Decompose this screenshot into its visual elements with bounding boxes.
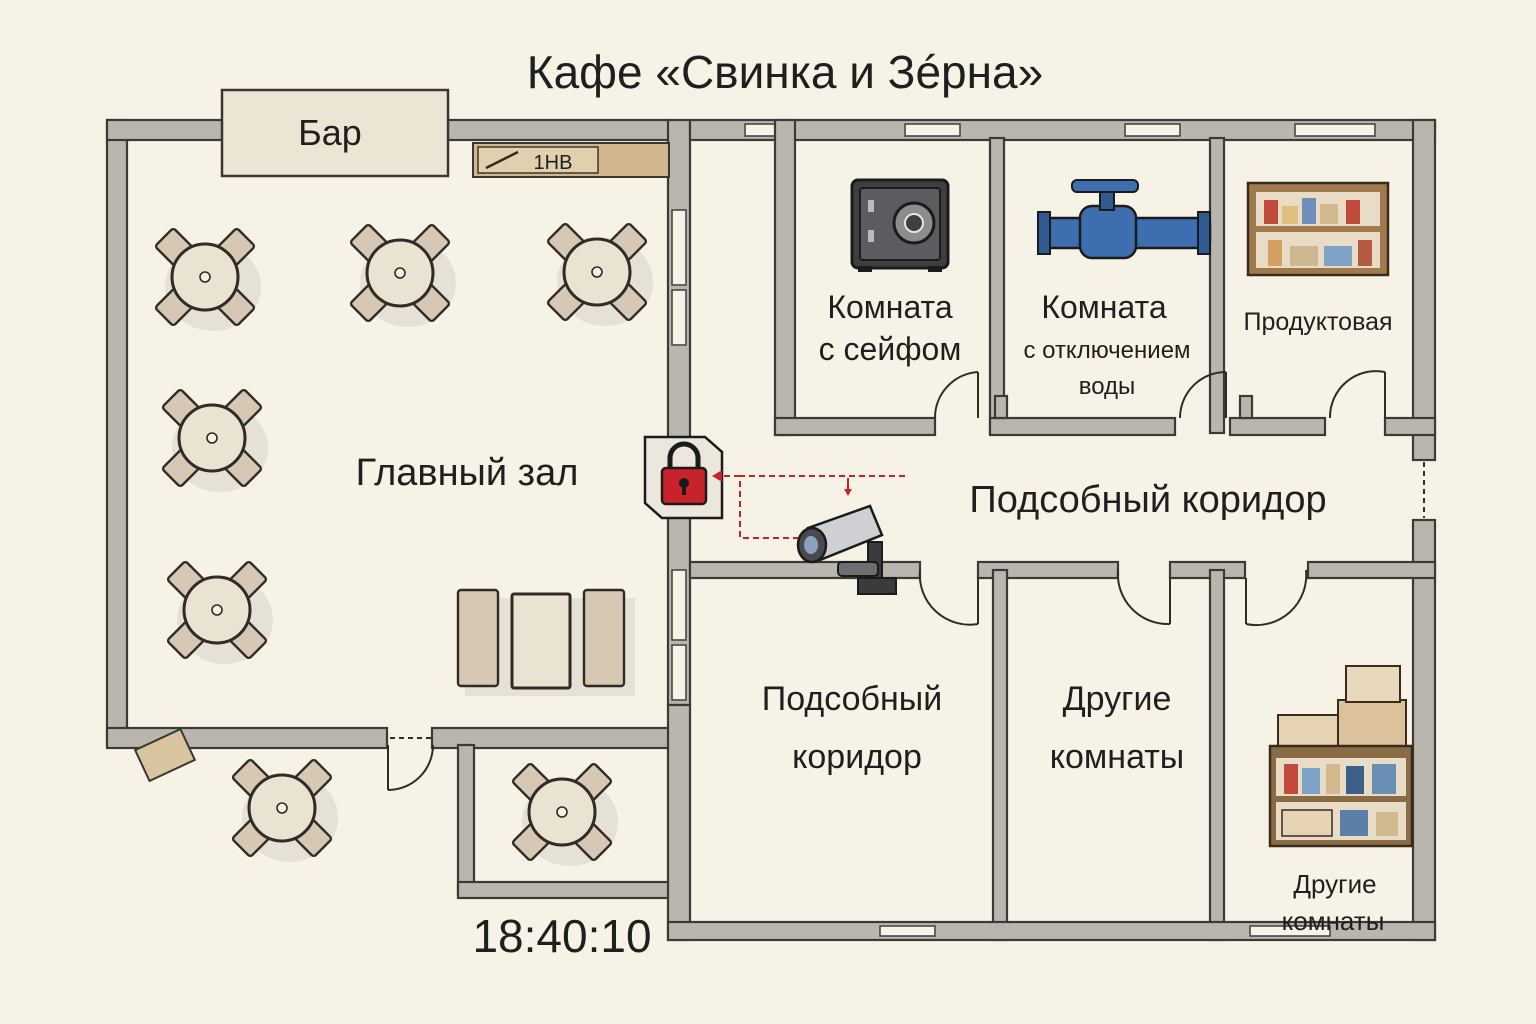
round-table <box>348 222 458 329</box>
main-hall-label: Главный зал <box>356 452 579 494</box>
water-room-label-1: Комната <box>1041 289 1167 325</box>
bar-sign-text: 1НВ <box>534 152 573 174</box>
water-room-label-2: с отключением <box>1023 337 1190 364</box>
booth-table <box>456 588 635 696</box>
water-valve-icon <box>1037 179 1212 260</box>
shelf-icon <box>1246 181 1390 277</box>
round-table <box>510 761 620 868</box>
bar-counter <box>220 88 450 178</box>
water-room-label-3: воды <box>1079 373 1136 400</box>
other-rooms-2-label-2: комнаты <box>1282 906 1385 936</box>
service-corridor-label: Подсобный коридор <box>969 479 1326 521</box>
box <box>133 727 197 783</box>
plan-title: Кафе «Свинка и Зéрна» <box>527 46 1043 98</box>
safe-room-label-2: с сейфом <box>819 331 962 367</box>
lower-corridor-label-1: Подсобный <box>762 680 942 718</box>
safe-icon <box>850 178 950 272</box>
other-rooms-2-label-1: Другие <box>1293 869 1376 899</box>
boxes-shelf-icon <box>1268 665 1414 848</box>
round-table <box>160 387 270 494</box>
clock: 18:40:10 <box>472 910 651 962</box>
knife-icon <box>485 150 519 170</box>
round-table <box>165 559 275 666</box>
pantry-label: Продуктовая <box>1243 308 1392 336</box>
bar-label: Бар <box>298 112 362 153</box>
round-table <box>545 221 655 328</box>
round-table <box>230 757 340 864</box>
doors <box>387 370 1386 791</box>
laser-tripwire <box>712 470 905 539</box>
other-rooms-label-1: Другие <box>1063 680 1172 718</box>
round-table <box>153 226 263 333</box>
safe-room-label-1: Комната <box>827 289 953 325</box>
security-camera-icon <box>796 504 897 595</box>
other-rooms-label-2: комнаты <box>1050 738 1185 776</box>
bar-sign <box>477 146 599 174</box>
padlock-icon <box>643 435 724 520</box>
lower-corridor-label-2: коридор <box>792 738 922 776</box>
